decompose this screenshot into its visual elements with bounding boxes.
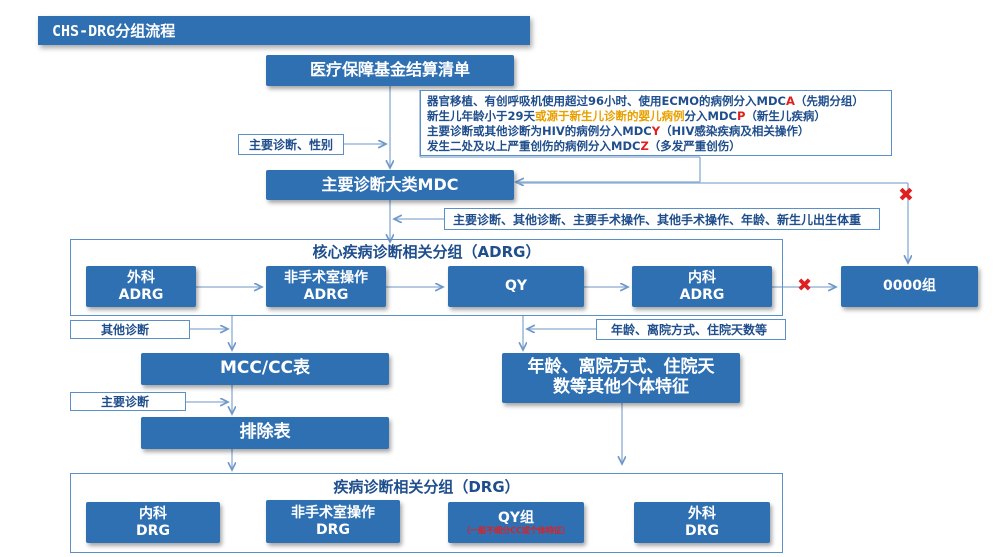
cross-icon: ✖ xyxy=(797,275,813,296)
drg-section-title: 疾病诊断相关分组（DRG） xyxy=(333,478,520,496)
rule-line-y: 主要诊断或其他诊断为HIV的病例分入MDCY（HIV感染疾病及相关操作） xyxy=(427,124,810,138)
page-title: CHS-DRG分组流程 xyxy=(38,16,530,45)
settlement-list-box: 医疗保障基金结算清单 xyxy=(266,55,514,86)
label-mdc-inputs: 主要诊断、其他诊断、主要手术操作、其他手术操作、年龄、新生儿出生体重 xyxy=(444,208,880,230)
group-0000-box: 0000组 xyxy=(841,266,978,307)
rule-line-a: 器官移植、有创呼吸机使用超过96小时、使用ECMO的病例分入MDCA（先期分组） xyxy=(427,94,864,108)
adrg-qy-box: QY xyxy=(448,266,584,307)
mdc-box: 主要诊断大类MDC xyxy=(266,170,514,200)
label-other-diag: 其他诊断 xyxy=(70,320,190,339)
label-age-discharge-los: 年龄、离院方式、住院天数等 xyxy=(596,319,786,340)
rule-line-p: 新生儿年龄小于29天或源于新生儿诊断的婴儿病例分入MDCP（新生儿疾病） xyxy=(427,109,826,123)
rule-line-z: 发生二处及以上严重创伤的病例分入MDCZ（多发严重创伤） xyxy=(427,139,741,153)
adrg-frame xyxy=(70,239,783,316)
drg-qy-box: QY组 （一般不细分CC或个体特征） xyxy=(448,502,584,543)
label-main-diag-gender: 主要诊断、性别 xyxy=(238,134,344,155)
drg-frame xyxy=(70,473,783,553)
drg-qy-note: （一般不细分CC或个体特征） xyxy=(462,525,570,535)
adrg-section-title: 核心疾病诊断相关分组（ADRG） xyxy=(312,243,541,261)
exclusion-table-box: 排除表 xyxy=(141,417,389,449)
mcc-cc-box: MCC/CC表 xyxy=(141,353,389,385)
individual-features-box: 年龄、离院方式、住院天数等其他个体特征 xyxy=(502,353,740,403)
cross-icon: ✖ xyxy=(898,184,914,206)
mdc-rules-panel: 器官移植、有创呼吸机使用超过96小时、使用ECMO的病例分入MDCA（先期分组）… xyxy=(420,90,892,156)
label-main-diag: 主要诊断 xyxy=(70,392,186,411)
